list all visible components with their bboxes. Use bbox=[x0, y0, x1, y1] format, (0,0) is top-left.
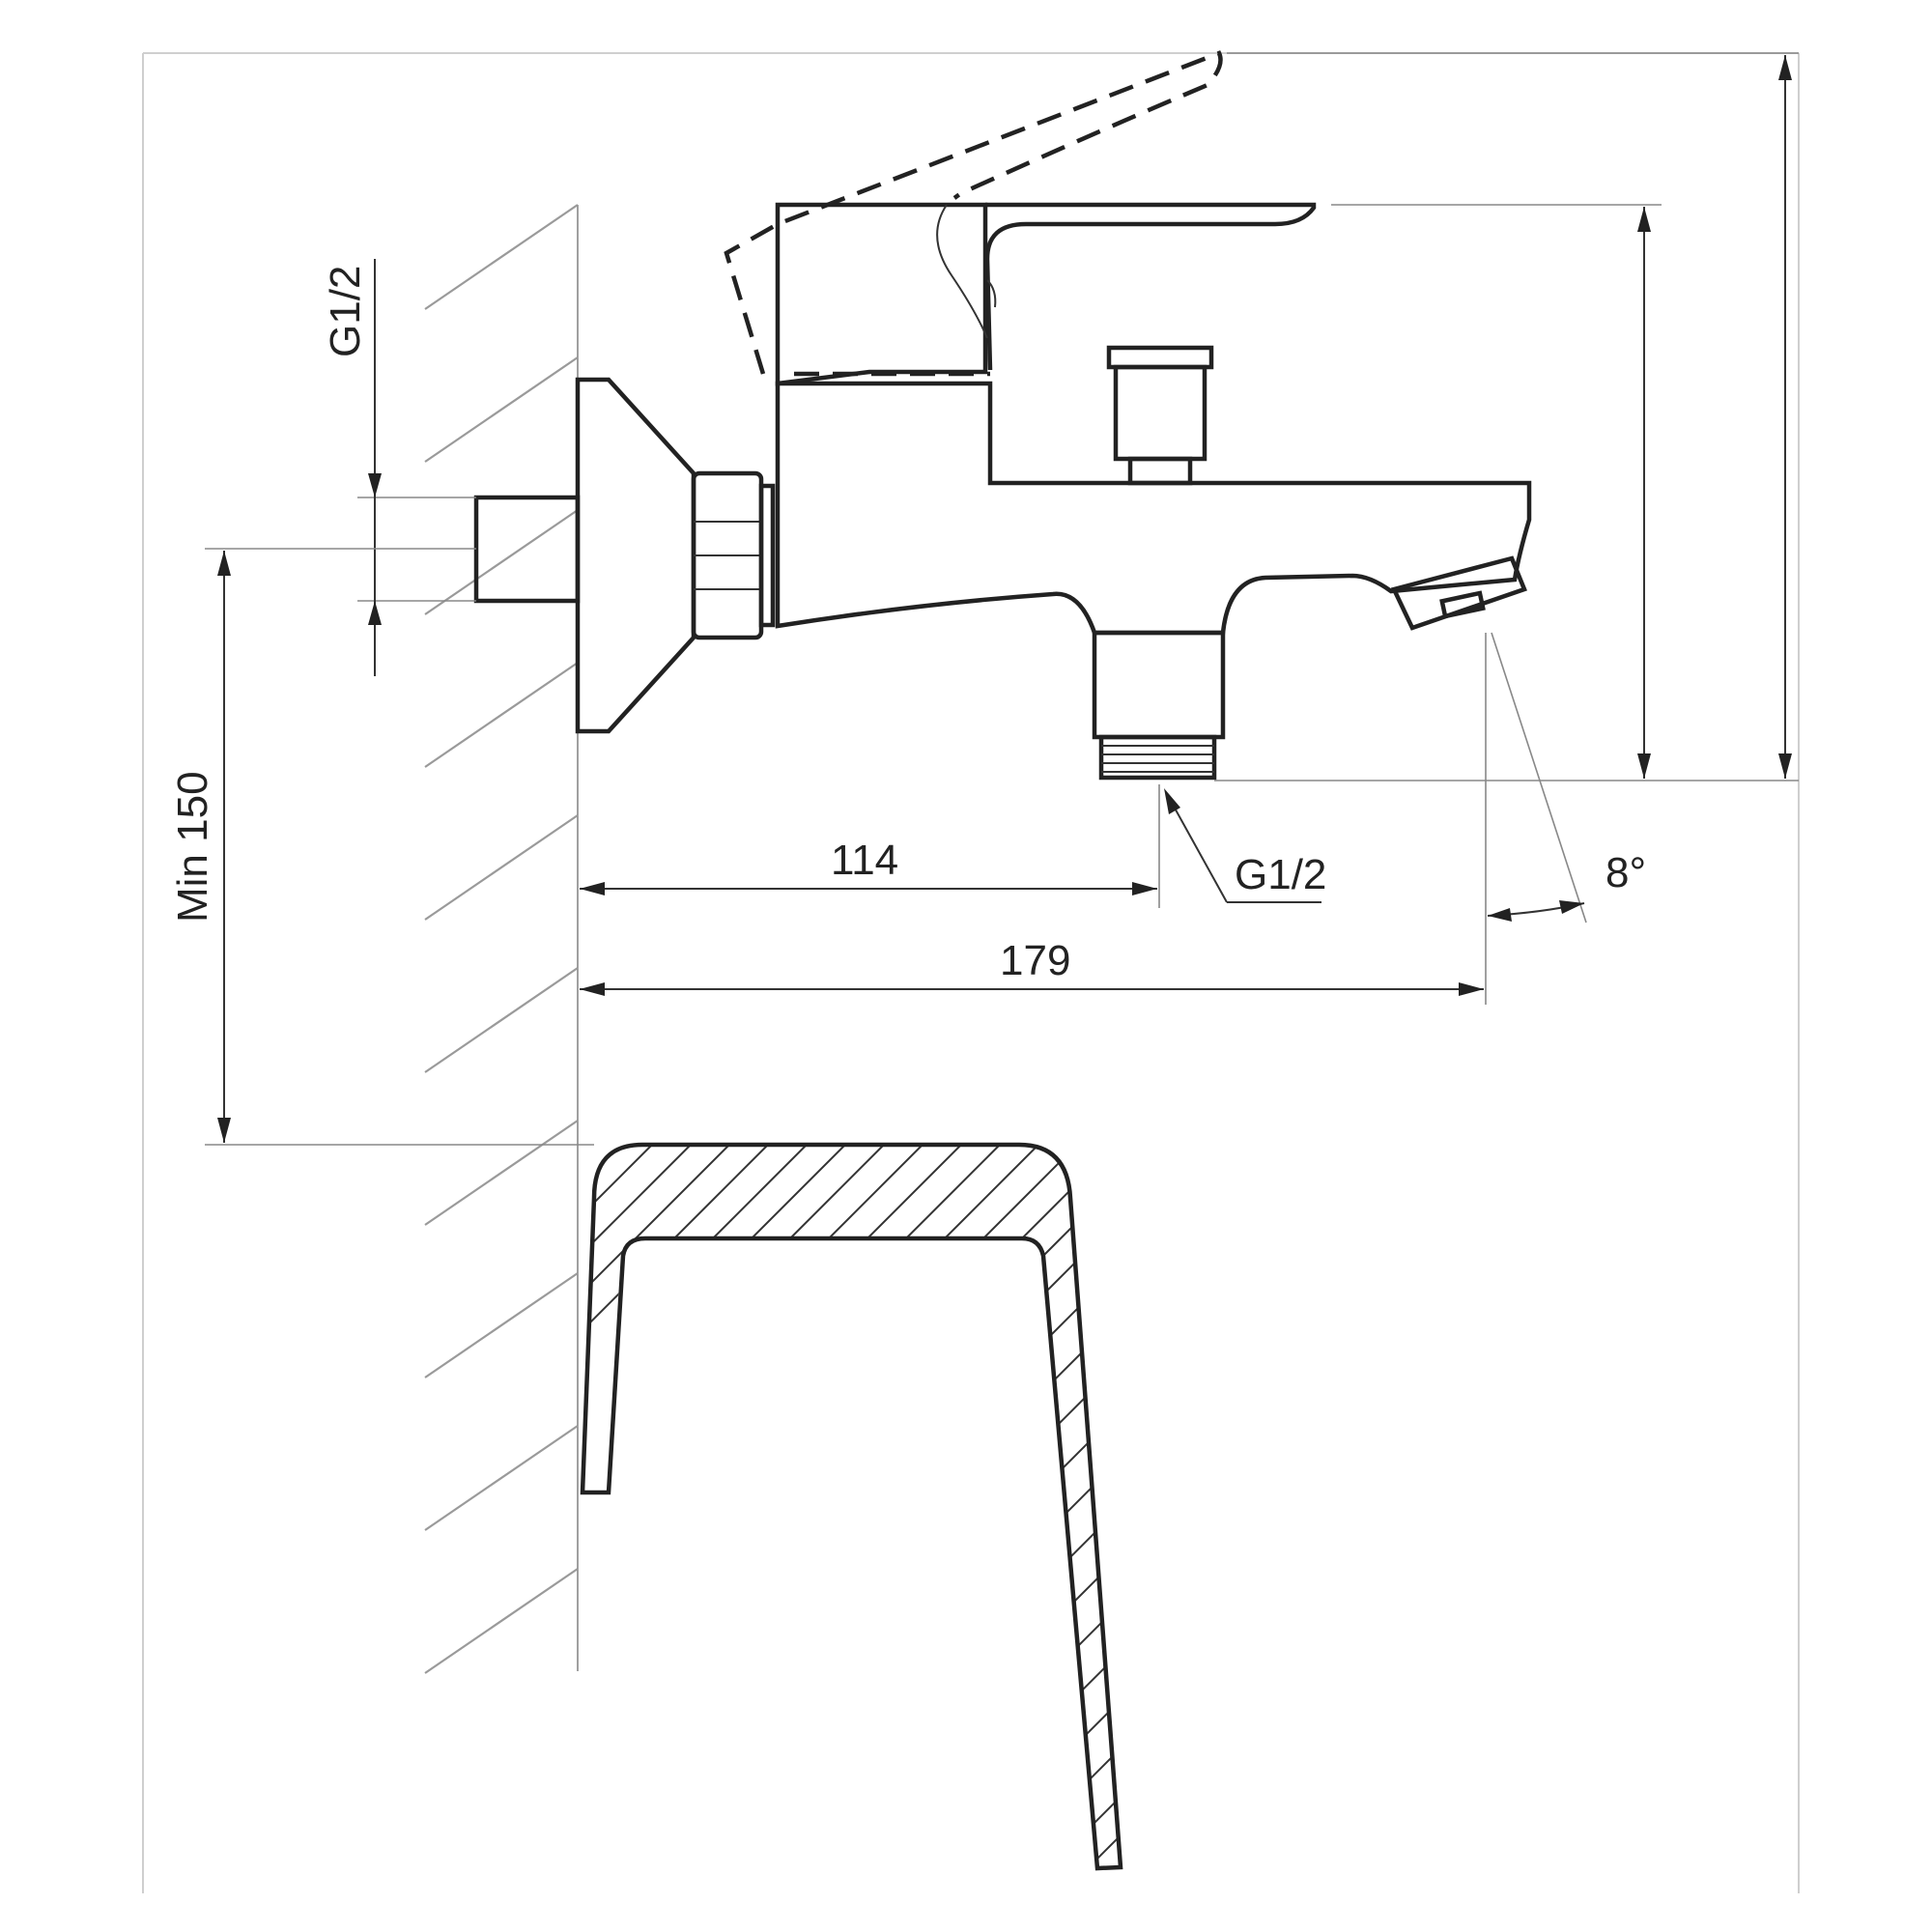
dim-total-height bbox=[1227, 52, 1799, 779]
label-outlet-offset: 114 bbox=[831, 837, 898, 884]
escutcheon bbox=[575, 377, 696, 734]
dimension-labels: G1/2 Min 150 114 179 G1/2 8° bbox=[169, 266, 1646, 984]
label-inlet-thread: G1/2 bbox=[322, 266, 369, 357]
outlet-nipple bbox=[1092, 630, 1226, 781]
hex-nut bbox=[691, 470, 776, 640]
dim-outlet-thread-leader bbox=[1164, 788, 1321, 903]
inlet-pipe bbox=[473, 495, 581, 604]
lever-raised-position bbox=[724, 50, 1223, 375]
mixer-body bbox=[775, 381, 1532, 636]
dim-inlet-thread bbox=[357, 259, 476, 676]
diverter-knob bbox=[1106, 345, 1214, 486]
bathtub-rim bbox=[580, 1142, 1123, 1871]
label-total-length: 179 bbox=[1000, 937, 1070, 984]
dimensions bbox=[205, 52, 1799, 1146]
drawing-frame bbox=[142, 52, 1800, 1893]
dim-outlet-offset bbox=[580, 784, 1160, 908]
faucet bbox=[473, 50, 1532, 781]
dim-angle bbox=[1487, 632, 1587, 923]
label-outlet-thread: G1/2 bbox=[1235, 851, 1326, 898]
label-angle: 8° bbox=[1605, 849, 1646, 896]
label-min-height: Min 150 bbox=[169, 771, 216, 923]
lever bbox=[984, 202, 1317, 371]
dim-min-height bbox=[205, 548, 594, 1146]
aerator bbox=[1390, 555, 1527, 631]
wall-hatching bbox=[424, 204, 579, 1674]
cartridge-head bbox=[775, 202, 988, 386]
dim-outlet-height bbox=[1214, 204, 1799, 781]
dim-total-length bbox=[580, 633, 1487, 1005]
lever-detail-2 bbox=[986, 279, 997, 308]
wall bbox=[424, 204, 579, 1674]
lever-detail bbox=[936, 204, 988, 339]
